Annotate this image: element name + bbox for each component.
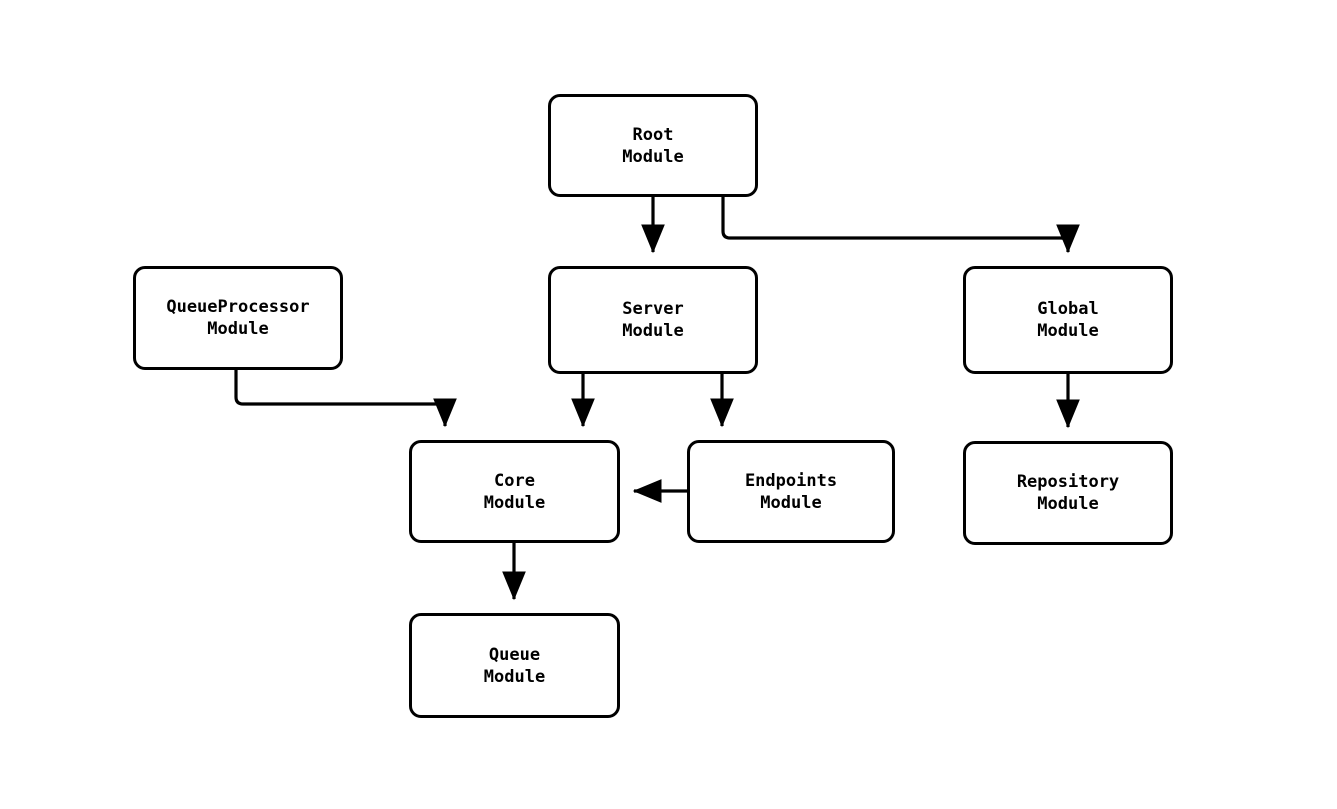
node-queueprocessor-subtitle: Module [207, 319, 269, 339]
node-global-subtitle: Module [1037, 321, 1099, 341]
node-repository-title: Repository [1016, 472, 1120, 492]
edge-queueprocessor-to-core [234, 370, 457, 428]
node-repository-subtitle: Module [1037, 494, 1099, 514]
node-root-subtitle: Module [622, 146, 684, 167]
node-endpoints-subtitle: Module [760, 492, 822, 513]
node-queue-title: Queue [488, 644, 541, 665]
edge-root-to-global [721, 197, 1080, 254]
node-core-subtitle: Module [483, 492, 546, 513]
node-queueprocessor-title: QueueProcessor [166, 297, 310, 317]
node-core-title: Core [494, 470, 535, 491]
node-server-subtitle: Module [622, 321, 684, 341]
node-root-title: Root [632, 124, 674, 145]
node-endpoints-title: Endpoints [744, 470, 838, 491]
node-global-title: Global [1037, 299, 1099, 319]
node-queue-subtitle: Module [483, 666, 546, 687]
node-server-title: Server [622, 299, 684, 319]
